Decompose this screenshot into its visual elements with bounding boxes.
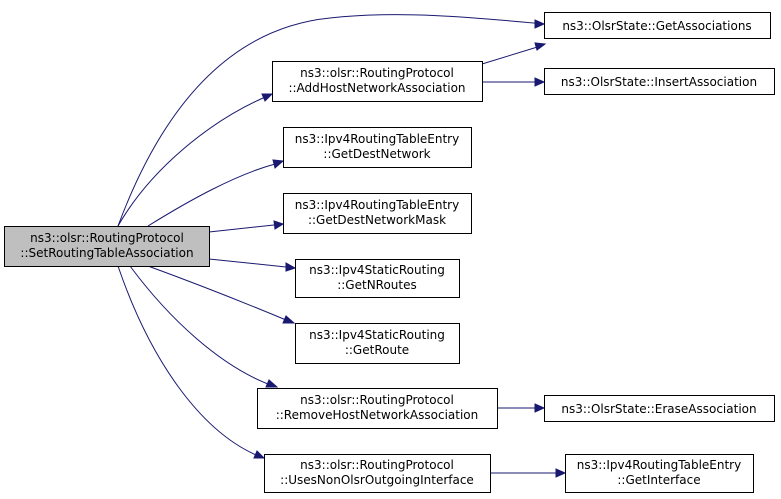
edge-root-to-remove-host-network-association	[129, 265, 279, 388]
node-line: ns3::Ipv4RoutingTableEntry	[295, 132, 459, 146]
node-line: ns3::OlsrState::GetAssociations	[562, 19, 751, 33]
node-line: ns3::OlsrState::EraseAssociation	[561, 402, 756, 416]
node-line: ns3::olsr::RoutingProtocol	[300, 393, 454, 407]
node-remove-host-network-association[interactable]: ns3::olsr::RoutingProtocol ::RemoveHostN…	[257, 388, 498, 429]
node-erase-association[interactable]: ns3::OlsrState::EraseAssociation	[544, 395, 775, 422]
node-set-routing-table-association[interactable]: ns3::olsr::RoutingProtocol ::SetRoutingT…	[4, 226, 210, 267]
node-get-dest-network[interactable]: ns3::Ipv4RoutingTableEntry ::GetDestNetw…	[283, 127, 472, 168]
edge-add-host-to-get-associations	[481, 42, 547, 65]
edge-root-to-get-associations	[117, 14, 546, 227]
node-line: ns3::olsr::RoutingProtocol	[300, 66, 454, 80]
node-uses-non-olsr-outgoing-interface[interactable]: ns3::olsr::RoutingProtocol ::UsesNonOlsr…	[264, 454, 491, 493]
node-insert-association[interactable]: ns3::OlsrState::InsertAssociation	[544, 68, 775, 95]
edge-root-to-get-route	[147, 265, 296, 324]
node-line: ns3::Ipv4StaticRouting	[309, 263, 445, 277]
node-line: ns3::olsr::RoutingProtocol	[30, 231, 184, 245]
node-line: ::GetRoute	[345, 343, 409, 357]
node-line: ::GetDestNetwork	[323, 147, 430, 161]
node-line: ::RemoveHostNetworkAssociation	[276, 408, 479, 422]
node-line: ::SetRoutingTableAssociation	[20, 246, 193, 260]
node-line: ns3::OlsrState::InsertAssociation	[561, 75, 757, 89]
node-add-host-network-association[interactable]: ns3::olsr::RoutingProtocol ::AddHostNetw…	[272, 61, 483, 102]
node-line: ::UsesNonOlsrOutgoingInterface	[280, 473, 474, 487]
edge-uses-non-olsr-to-get-interface	[490, 468, 567, 478]
edge-add-host-to-insert-association	[482, 77, 546, 87]
node-get-dest-network-mask[interactable]: ns3::Ipv4RoutingTableEntry ::GetDestNetw…	[283, 193, 472, 234]
node-line: ns3::Ipv4StaticRouting	[309, 328, 445, 342]
node-line: ::GetNRoutes	[337, 278, 417, 292]
node-line: ns3::Ipv4RoutingTableEntry	[577, 458, 741, 472]
node-line: ::GetInterface	[617, 473, 700, 487]
node-get-n-routes[interactable]: ns3::Ipv4StaticRouting ::GetNRoutes	[295, 259, 460, 298]
edge-root-to-get-n-routes	[208, 258, 297, 272]
node-line: ns3::Ipv4RoutingTableEntry	[295, 198, 459, 212]
node-line: ::AddHostNetworkAssociation	[288, 81, 465, 95]
node-get-associations[interactable]: ns3::OlsrState::GetAssociations	[544, 12, 771, 39]
edge-remove-host-to-erase-association	[497, 403, 546, 413]
node-get-route[interactable]: ns3::Ipv4StaticRouting ::GetRoute	[295, 323, 460, 364]
node-line: ::GetDestNetworkMask	[308, 213, 446, 227]
node-get-interface[interactable]: ns3::Ipv4RoutingTableEntry ::GetInterfac…	[565, 454, 754, 493]
edge-root-to-add-host-network-association	[117, 93, 274, 227]
node-line: ns3::olsr::RoutingProtocol	[300, 458, 454, 472]
edge-root-to-uses-non-olsr-outgoing-interface	[117, 265, 266, 459]
edge-root-to-get-dest-network-mask	[208, 220, 285, 233]
edge-root-to-get-dest-network	[147, 159, 285, 227]
